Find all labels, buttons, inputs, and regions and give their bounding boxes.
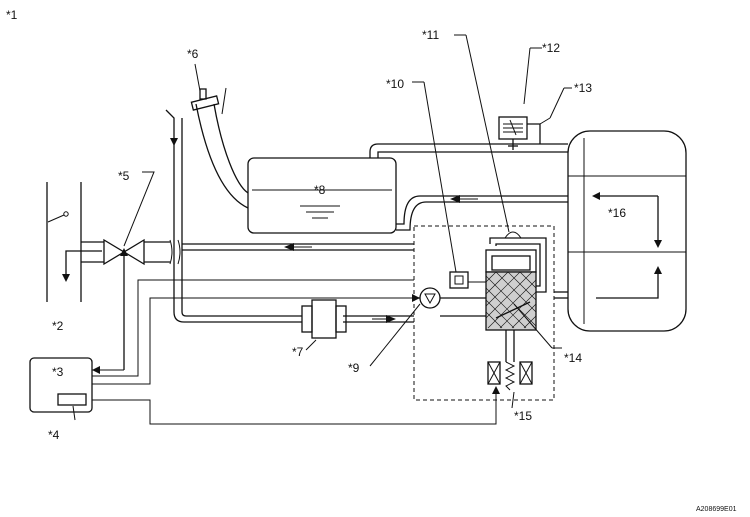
callout-16: *16	[608, 206, 626, 220]
figure-label: *1	[6, 8, 18, 22]
callout-2: *2	[52, 319, 64, 333]
callout-4: *4	[48, 428, 60, 442]
callout-12: *12	[542, 41, 560, 55]
callout-14: *14	[564, 351, 582, 365]
vacuum-valve	[498, 116, 551, 150]
callout-6: *6	[187, 47, 199, 61]
callout-3: *3	[52, 365, 64, 379]
callout-8: *8	[314, 183, 326, 197]
fuel-pump	[414, 287, 486, 317]
callout-10: *10	[386, 77, 404, 91]
engine-ecu	[29, 357, 93, 413]
purge-line	[81, 239, 181, 265]
pressure-sensor	[449, 271, 486, 289]
vent-line	[369, 143, 568, 158]
purge-valve	[103, 238, 145, 370]
callout-15: *15	[514, 409, 532, 423]
supply-lines	[554, 291, 568, 299]
filler-neck	[190, 87, 249, 209]
signal-lines	[92, 279, 500, 425]
engine	[567, 130, 687, 332]
callout-13: *13	[574, 81, 592, 95]
figure-code: A208699E01	[696, 506, 737, 513]
fuel-tank	[247, 157, 397, 234]
callout-7: *7	[292, 345, 304, 359]
callout-11: *11	[422, 28, 439, 42]
module-boundary	[413, 225, 555, 401]
return-line	[182, 195, 568, 251]
fuel-lines	[165, 109, 414, 323]
callout-5: *5	[118, 169, 130, 183]
fuel-filter	[301, 299, 347, 339]
pressure-regulator	[485, 231, 547, 391]
leader-lines	[72, 34, 572, 421]
outlet-wall	[46, 182, 102, 302]
callout-9: *9	[348, 361, 360, 375]
